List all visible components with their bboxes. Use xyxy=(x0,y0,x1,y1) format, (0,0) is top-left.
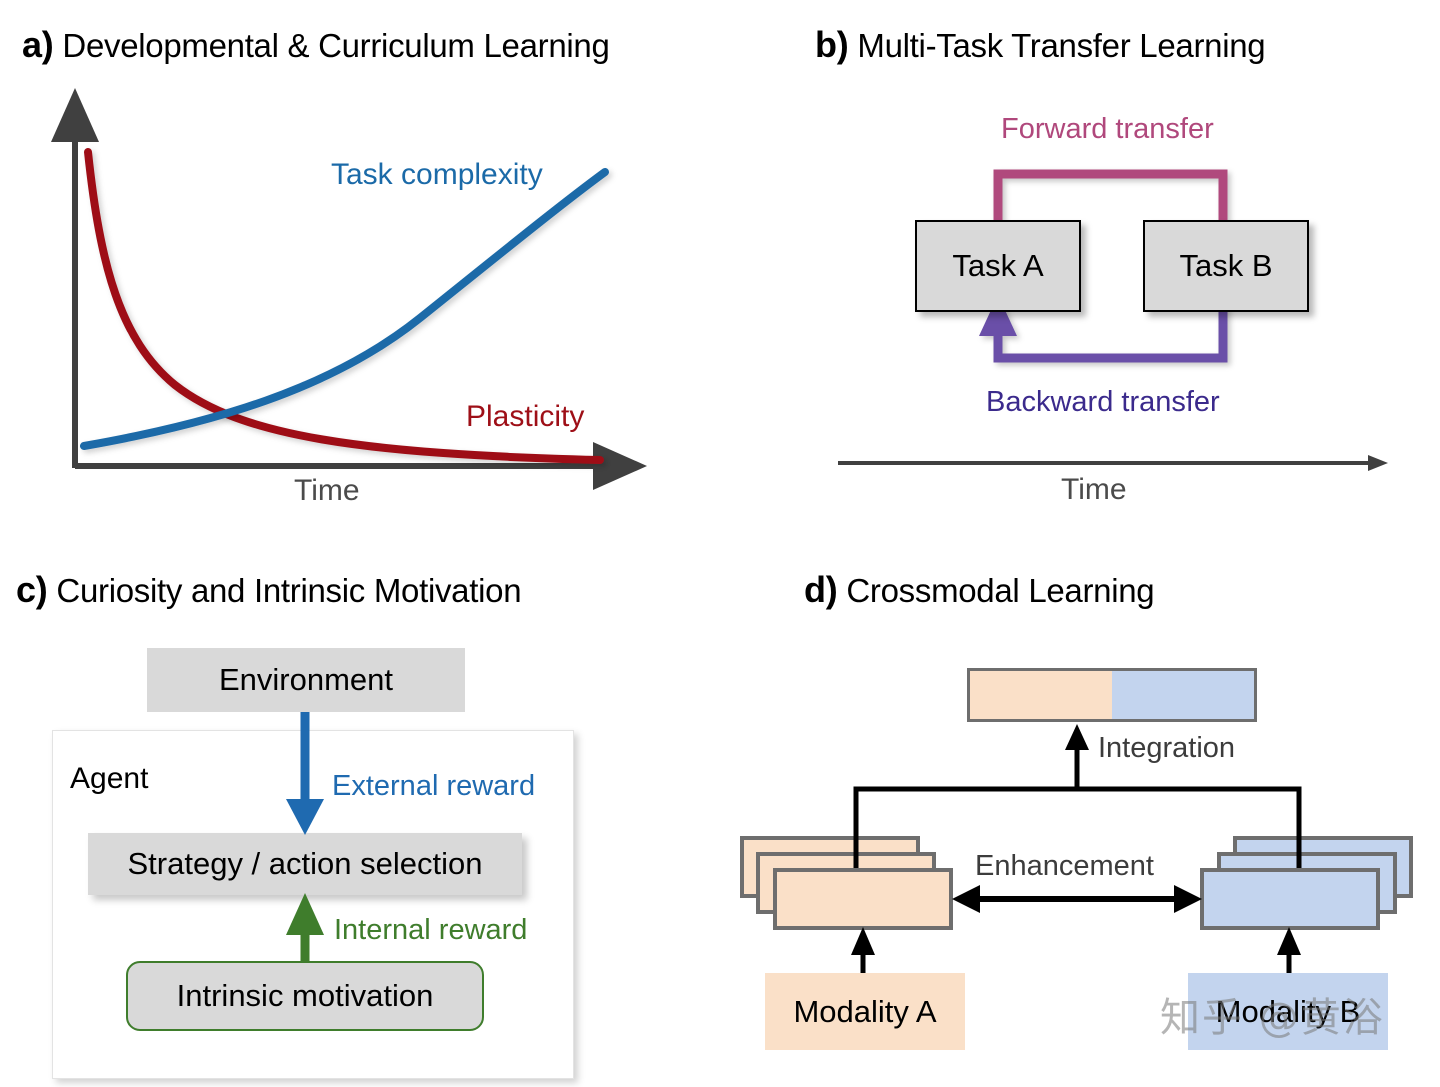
modality-b-card-front[interactable] xyxy=(1200,868,1380,930)
integration-bar xyxy=(967,668,1257,722)
modality-a-box[interactable]: Modality A xyxy=(765,973,965,1050)
intrinsic-motivation-label: Intrinsic motivation xyxy=(176,978,434,1013)
panel-c-tag: c) xyxy=(16,569,48,610)
integration-bar-modality-b-half xyxy=(1112,671,1254,719)
plasticity-label: Plasticity xyxy=(466,400,585,433)
task-complexity-label: Task complexity xyxy=(331,158,543,191)
crossmodal-arrows xyxy=(851,724,1302,973)
internal-reward-label: Internal reward xyxy=(334,914,528,946)
panel-developmental-curriculum-learning: a)Developmental & Curriculum Learning Ta… xyxy=(0,0,720,543)
modality-b-label: Modality B xyxy=(1215,993,1361,1029)
enhancement-arrow xyxy=(952,885,1202,913)
modality-b-box[interactable]: Modality B xyxy=(1188,973,1388,1050)
panel-b-title: Multi-Task Transfer Learning xyxy=(857,27,1266,64)
task-b-label: Task B xyxy=(1179,248,1273,283)
strategy-label: Strategy / action selection xyxy=(127,846,483,881)
panel-d-title: Crossmodal Learning xyxy=(846,572,1155,609)
modality-a-input-arrow xyxy=(851,927,875,973)
internal-reward-arrow xyxy=(286,893,324,961)
watermark: 知乎 @黄浴 xyxy=(1160,995,1385,1041)
panel-a-title: Developmental & Curriculum Learning xyxy=(62,27,610,64)
intrinsic-motivation-box[interactable]: Intrinsic motivation xyxy=(126,961,484,1031)
curiosity-arrows xyxy=(286,712,324,961)
environment-label: Environment xyxy=(218,662,394,697)
external-reward-label: External reward xyxy=(332,770,536,802)
curriculum-learning-plot xyxy=(51,88,647,490)
modality-a-label: Modality A xyxy=(793,993,937,1029)
panel-curiosity-intrinsic-motivation: c)Curiosity and Intrinsic Motivation Env… xyxy=(0,543,720,1087)
integration-bar-modality-a-half xyxy=(970,671,1112,719)
backward-transfer-arrow xyxy=(979,295,1228,363)
integration-arrow xyxy=(853,743,1302,868)
panel-crossmodal-learning: d)Crossmodal Learning Modality A Modalit… xyxy=(720,543,1440,1087)
environment-box[interactable]: Environment xyxy=(147,648,465,712)
task-a-label: Task A xyxy=(952,248,1044,283)
integration-arrowhead xyxy=(1065,724,1089,750)
plasticity-curve xyxy=(84,148,604,464)
panel-d-heading: d)Crossmodal Learning xyxy=(804,569,1155,611)
panel-a-tag: a) xyxy=(22,24,54,65)
x-axis-label: Time xyxy=(294,474,360,507)
backward-transfer-label: Backward transfer xyxy=(986,386,1220,418)
panel-b-heading: b)Multi-Task Transfer Learning xyxy=(815,24,1266,66)
panel-c-heading: c)Curiosity and Intrinsic Motivation xyxy=(16,569,522,611)
panel-b-tag: b) xyxy=(815,24,849,65)
agent-label: Agent xyxy=(70,762,149,795)
external-reward-arrow xyxy=(286,712,324,835)
panel-b-time-label: Time xyxy=(1061,473,1127,506)
modality-b-input-arrow xyxy=(1277,927,1301,973)
panel-d-tag: d) xyxy=(804,569,838,610)
task-b-box[interactable]: Task B xyxy=(1143,220,1309,312)
panel-c-title: Curiosity and Intrinsic Motivation xyxy=(56,572,522,609)
integration-label: Integration xyxy=(1098,732,1236,764)
strategy-action-selection-box[interactable]: Strategy / action selection xyxy=(88,833,522,895)
task-a-box[interactable]: Task A xyxy=(915,220,1081,312)
panel-a-heading: a)Developmental & Curriculum Learning xyxy=(22,24,610,66)
forward-transfer-label: Forward transfer xyxy=(1001,113,1214,145)
task-complexity-curve xyxy=(80,168,609,450)
panel-multi-task-transfer-learning: b)Multi-Task Transfer Learning Task A Ta… xyxy=(720,0,1440,543)
time-axis-arrowhead xyxy=(1368,455,1388,471)
enhancement-label: Enhancement xyxy=(975,850,1154,882)
